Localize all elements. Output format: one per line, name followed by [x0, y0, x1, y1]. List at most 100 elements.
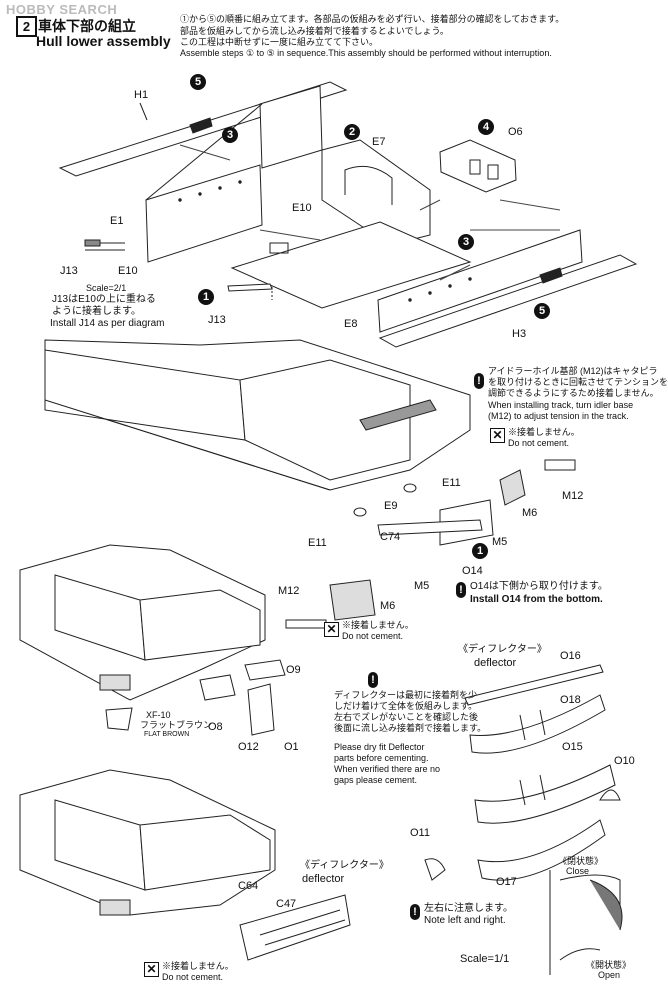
part-e7-drawing	[321, 139, 431, 246]
label-m6-right: M6	[522, 507, 538, 519]
step-number-1-top: 1	[198, 289, 214, 305]
label-m5-right: M5	[492, 536, 508, 548]
step-number-3-left: 3	[222, 127, 238, 143]
step-title-jp: 車体下部の組立	[38, 18, 136, 34]
idler-note-en: When installing track, turn idler base (…	[488, 400, 634, 421]
paint-name-en: FLAT BROWN	[144, 731, 190, 738]
part-j13-drawing	[227, 283, 273, 300]
no-cement-en-2: Do not cement.	[342, 631, 404, 641]
label-o6: O6	[508, 126, 523, 138]
idler-assembly-drawing	[285, 459, 576, 629]
step-number-5-top: 5	[190, 74, 206, 90]
paint-code: XF-10	[146, 710, 171, 720]
label-o15: O15	[562, 741, 583, 753]
label-j13: J13	[208, 314, 226, 326]
inset-note-en: Install J14 as per diagram	[50, 318, 165, 329]
caution-icon-o14: !	[456, 582, 466, 598]
hull-bottom-drawing	[19, 769, 351, 961]
label-m6-left: M6	[380, 600, 396, 612]
no-cement-jp-1: ※接着しません。	[508, 427, 580, 437]
no-cement-jp-3: ※接着しません。	[162, 961, 234, 971]
no-cement-icon-3: ✕	[144, 962, 159, 977]
label-j13-inset: J13	[60, 265, 78, 277]
step-badge: 2	[16, 16, 37, 37]
label-o18: O18	[560, 694, 581, 706]
caution-icon-left-right: !	[410, 904, 420, 920]
label-o11: O11	[410, 827, 430, 839]
deflector-title-jp: 《ディフレクター》	[458, 644, 547, 655]
label-o14: O14	[462, 565, 483, 577]
step-number-5-bottom: 5	[534, 303, 550, 319]
instruction-page: HOBBY SEARCH 2 車体下部の組立 Hull lower assemb…	[6, 2, 668, 982]
intro-en: Assemble steps ① to ⑤ in sequence.This a…	[180, 48, 552, 58]
part-h3-drawing	[378, 254, 638, 348]
paint-name-jp: フラットブラウン	[140, 720, 213, 730]
step-number-3-right: 3	[458, 234, 474, 250]
intro-jp-2: 部品を仮組みしてから流し込み接着剤で接着するとよいでしょう。	[180, 26, 449, 36]
label-e7: E7	[372, 136, 386, 148]
left-right-jp: 左右に注意します。	[424, 903, 513, 914]
deflector-note-en: Please dry fit Deflector parts before ce…	[334, 742, 441, 785]
label-c64: C64	[238, 880, 259, 892]
caution-icon-deflector: !	[368, 672, 378, 688]
label-e10: E10	[292, 202, 312, 214]
step-number-4: 4	[478, 119, 494, 135]
step-number-2: 2	[344, 124, 360, 140]
open-state-jp: 《開状態》	[586, 960, 632, 970]
label-o16: O16	[560, 650, 581, 662]
label-e11-right: E11	[442, 477, 461, 489]
no-cement-icon-2: ✕	[324, 622, 339, 637]
part-o6-drawing	[439, 139, 517, 193]
o14-note-en: Install O14 from the bottom.	[470, 594, 603, 605]
no-cement-en-3: Do not cement.	[162, 972, 224, 982]
hull-main-drawing	[44, 339, 471, 491]
deflector2-title-en: deflector	[302, 873, 345, 885]
label-c47: C47	[276, 898, 297, 910]
scale-1-1: Scale=1/1	[460, 953, 510, 965]
label-e11-left: E11	[308, 537, 327, 549]
deflector-parts-drawing	[424, 664, 621, 881]
hull-lower-drawing	[19, 544, 286, 736]
label-m12-left: M12	[278, 585, 300, 597]
label-e9: E9	[384, 500, 398, 512]
deflector-note-jp: ディフレクターは最初に接着剤を少 しだけ着けて全体を仮組みします。 左右でズレが…	[334, 690, 487, 733]
caution-icon: !	[474, 373, 484, 389]
label-o1: O1	[284, 741, 299, 753]
label-o12: O12	[238, 741, 259, 753]
o14-note-jp: O14は下側から取り付けます。	[470, 581, 608, 592]
detail-inset-drawing	[84, 239, 125, 251]
label-h3: H3	[512, 328, 527, 340]
label-o17: O17	[496, 876, 517, 888]
step-number-1-bottom: 1	[472, 543, 488, 559]
inset-note-jp: J13はE10の上に重ねる ように接着します。	[52, 294, 156, 317]
assembly-drawing	[19, 81, 638, 975]
label-h1: H1	[134, 89, 149, 101]
label-o9: O9	[286, 664, 301, 676]
close-state-jp: 《閉状態》	[558, 856, 604, 866]
label-o10: O10	[614, 755, 635, 767]
left-right-en: Note left and right.	[424, 915, 506, 926]
open-close-detail-drawing	[549, 870, 623, 975]
label-m12-right: M12	[562, 490, 584, 502]
close-state-en: Close	[566, 866, 590, 876]
label-e1: E1	[110, 215, 124, 227]
deflector2-title-jp: 《ディフレクター》	[300, 860, 389, 871]
label-e10-inset: E10	[118, 265, 138, 277]
intro-jp-1: ①から⑤の順番に組み立てます。各部品の仮組みを必ず行い、接着部分の確認をしておき…	[180, 14, 565, 24]
step-title-en: Hull lower assembly	[36, 33, 171, 49]
no-cement-icon: ✕	[490, 428, 505, 443]
label-c74: C74	[380, 531, 401, 543]
no-cement-jp-2: ※接着しません。	[342, 620, 414, 630]
label-e8: E8	[344, 318, 358, 330]
label-m5-left: M5	[414, 580, 430, 592]
open-state-en: Open	[598, 970, 621, 980]
part-e8-drawing	[377, 229, 583, 333]
deflector-title-en: deflector	[474, 657, 517, 669]
no-cement-en-1: Do not cement.	[508, 438, 570, 448]
watermark-logo: HOBBY SEARCH	[6, 2, 118, 17]
part-e10-drawing	[230, 221, 472, 309]
label-o8: O8	[208, 721, 223, 733]
part-e1-drawing	[145, 85, 323, 263]
inset-scale: Scale=2/1	[86, 283, 127, 293]
intro-jp-3: この工程は中断せずに一度に組み立てて下さい。	[180, 37, 379, 47]
